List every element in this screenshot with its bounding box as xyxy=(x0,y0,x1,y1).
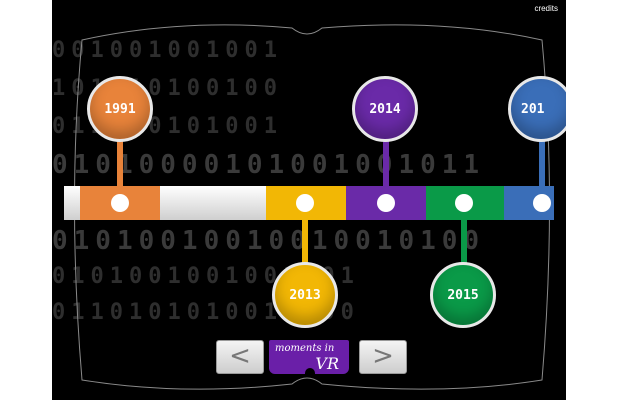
logo-line-2: VR xyxy=(315,354,339,373)
next-button[interactable]: > xyxy=(359,340,407,374)
timeline-dot[interactable] xyxy=(111,194,129,212)
timeline-dot[interactable] xyxy=(533,194,551,212)
marker-stem xyxy=(302,212,308,264)
timeline-bar-blank xyxy=(160,186,266,220)
timeline-bar-blank xyxy=(64,186,80,220)
credits-link[interactable]: credits xyxy=(534,4,558,13)
timeline-dot[interactable] xyxy=(377,194,395,212)
logo-line-1: moments in xyxy=(275,343,335,354)
marker-stem xyxy=(461,212,467,264)
year-bubble-2014[interactable]: 2014 xyxy=(352,76,418,142)
year-bubble-2016-partial[interactable]: 201 xyxy=(508,76,566,142)
viewer-stage: 001001001001 101010100100 011000101001 0… xyxy=(52,0,566,400)
binary-row: 01010010010010010100 xyxy=(52,226,486,256)
year-bubble-2015[interactable]: 2015 xyxy=(430,262,496,328)
year-bubble-1991[interactable]: 1991 xyxy=(87,76,153,142)
logo-notch xyxy=(305,368,315,376)
moments-in-vr-logo: moments in VR xyxy=(269,340,349,376)
marker-stem xyxy=(117,140,123,196)
prev-button[interactable]: < xyxy=(216,340,264,374)
marker-stem xyxy=(539,140,545,196)
binary-row: 01010000101001001011 xyxy=(52,150,486,180)
binary-row: 001001001001 xyxy=(52,38,283,63)
timeline-dot[interactable] xyxy=(455,194,473,212)
marker-stem xyxy=(383,140,389,196)
year-bubble-2013[interactable]: 2013 xyxy=(272,262,338,328)
timeline-dot[interactable] xyxy=(296,194,314,212)
